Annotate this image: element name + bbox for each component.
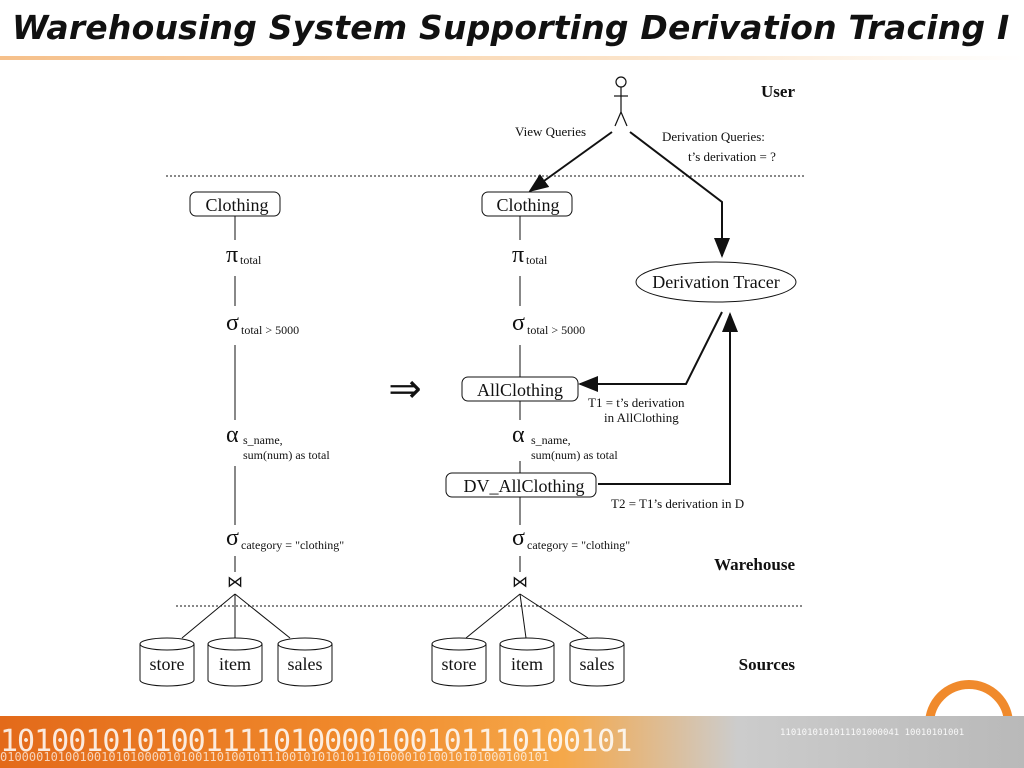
- right-source-sales-label: sales: [580, 654, 615, 674]
- right-source-item-label: item: [511, 654, 543, 674]
- left-alpha-subscript-1: s_name,: [243, 433, 283, 447]
- left-source-sales-label: sales: [288, 654, 323, 674]
- right-sigma1-symbol: σ: [512, 310, 525, 336]
- left-pi-symbol: π: [226, 242, 238, 268]
- right-sigma2-subscript: category = "clothing": [527, 538, 630, 552]
- slide-title: Warehousing System Supporting Derivation…: [12, 8, 1010, 47]
- right-pi-symbol: π: [512, 242, 524, 268]
- left-sigma1-subscript: total > 5000: [241, 323, 299, 337]
- t2-arrow: [598, 312, 738, 485]
- right-pi-subscript: total: [526, 253, 548, 267]
- transform-implies-symbol: ⇒: [388, 366, 422, 411]
- derivation-tracer-node: [635, 261, 797, 303]
- region-label-sources: Sources: [739, 655, 796, 674]
- footer-binary-small: 0100001010010010101000010100110100101110…: [0, 750, 550, 764]
- view-queries-arrow: [528, 131, 613, 193]
- derivation-tracer-label: Derivation Tracer: [652, 272, 779, 292]
- left-source-item: item: [207, 637, 263, 687]
- right-clothing-box: [481, 191, 573, 217]
- right-source-sales: sales: [569, 637, 625, 687]
- left-alpha-subscript-2: sum(num) as total: [243, 448, 330, 462]
- footer-binary-large: 1010010101001111010000100101110100101: [0, 724, 632, 759]
- t1-arrow: [578, 311, 723, 392]
- derivation-diagram: User Warehouse Sources Clothing π total …: [139, 76, 804, 687]
- t2-label: T2 = T1’s derivation in D: [611, 496, 744, 511]
- footer-binary-right: 1101010101011101000041 10010101001: [780, 728, 965, 738]
- right-source-item: item: [499, 637, 555, 687]
- left-sigma2-subscript: category = "clothing": [241, 538, 344, 552]
- view-queries-label: View Queries: [515, 124, 586, 139]
- left-sigma2-symbol: σ: [226, 525, 239, 551]
- derivation-queries-arrow: [629, 131, 730, 258]
- left-alpha-symbol: α: [226, 422, 239, 448]
- right-alpha-subscript-2: sum(num) as total: [531, 448, 618, 462]
- right-source-store-label: store: [442, 654, 477, 674]
- left-source-store: store: [139, 637, 195, 687]
- left-query-tree: Clothing π total σ total > 5000 α s_name…: [181, 191, 344, 639]
- dv-allclothing-box: [445, 472, 597, 498]
- dv-allclothing-label: DV_AllClothing: [463, 476, 584, 496]
- region-label-user: User: [761, 82, 795, 101]
- derivation-question-label: t’s derivation = ?: [688, 149, 776, 164]
- left-clothing-label: Clothing: [205, 195, 268, 215]
- left-clothing-box: [189, 191, 281, 217]
- right-clothing-label: Clothing: [496, 195, 559, 215]
- left-join-symbol: ⋈: [227, 574, 243, 591]
- right-query-tree: Clothing π total σ total > 5000 AllCloth…: [445, 191, 630, 639]
- left-source-sales: sales: [277, 637, 333, 687]
- right-source-store: store: [431, 637, 487, 687]
- right-alpha-symbol: α: [512, 422, 525, 448]
- left-sigma1-symbol: σ: [226, 310, 239, 336]
- title-rule: [0, 56, 1024, 60]
- footer-banner: 1010010101001111010000100101110100101 01…: [0, 716, 1024, 768]
- right-alpha-subscript-1: s_name,: [531, 433, 571, 447]
- left-source-store-label: store: [150, 654, 185, 674]
- t1-label-line-2: in AllClothing: [604, 410, 679, 425]
- t1-label-line-1: T1 = t’s derivation: [588, 395, 685, 410]
- allclothing-label: AllClothing: [477, 380, 563, 400]
- user-icon: [614, 76, 628, 127]
- right-join-symbol: ⋈: [512, 574, 528, 591]
- right-sigma2-symbol: σ: [512, 525, 525, 551]
- right-sigma1-subscript: total > 5000: [527, 323, 585, 337]
- left-pi-subscript: total: [240, 253, 262, 267]
- derivation-queries-label: Derivation Queries:: [662, 129, 765, 144]
- region-label-warehouse: Warehouse: [714, 555, 795, 574]
- left-source-item-label: item: [219, 654, 251, 674]
